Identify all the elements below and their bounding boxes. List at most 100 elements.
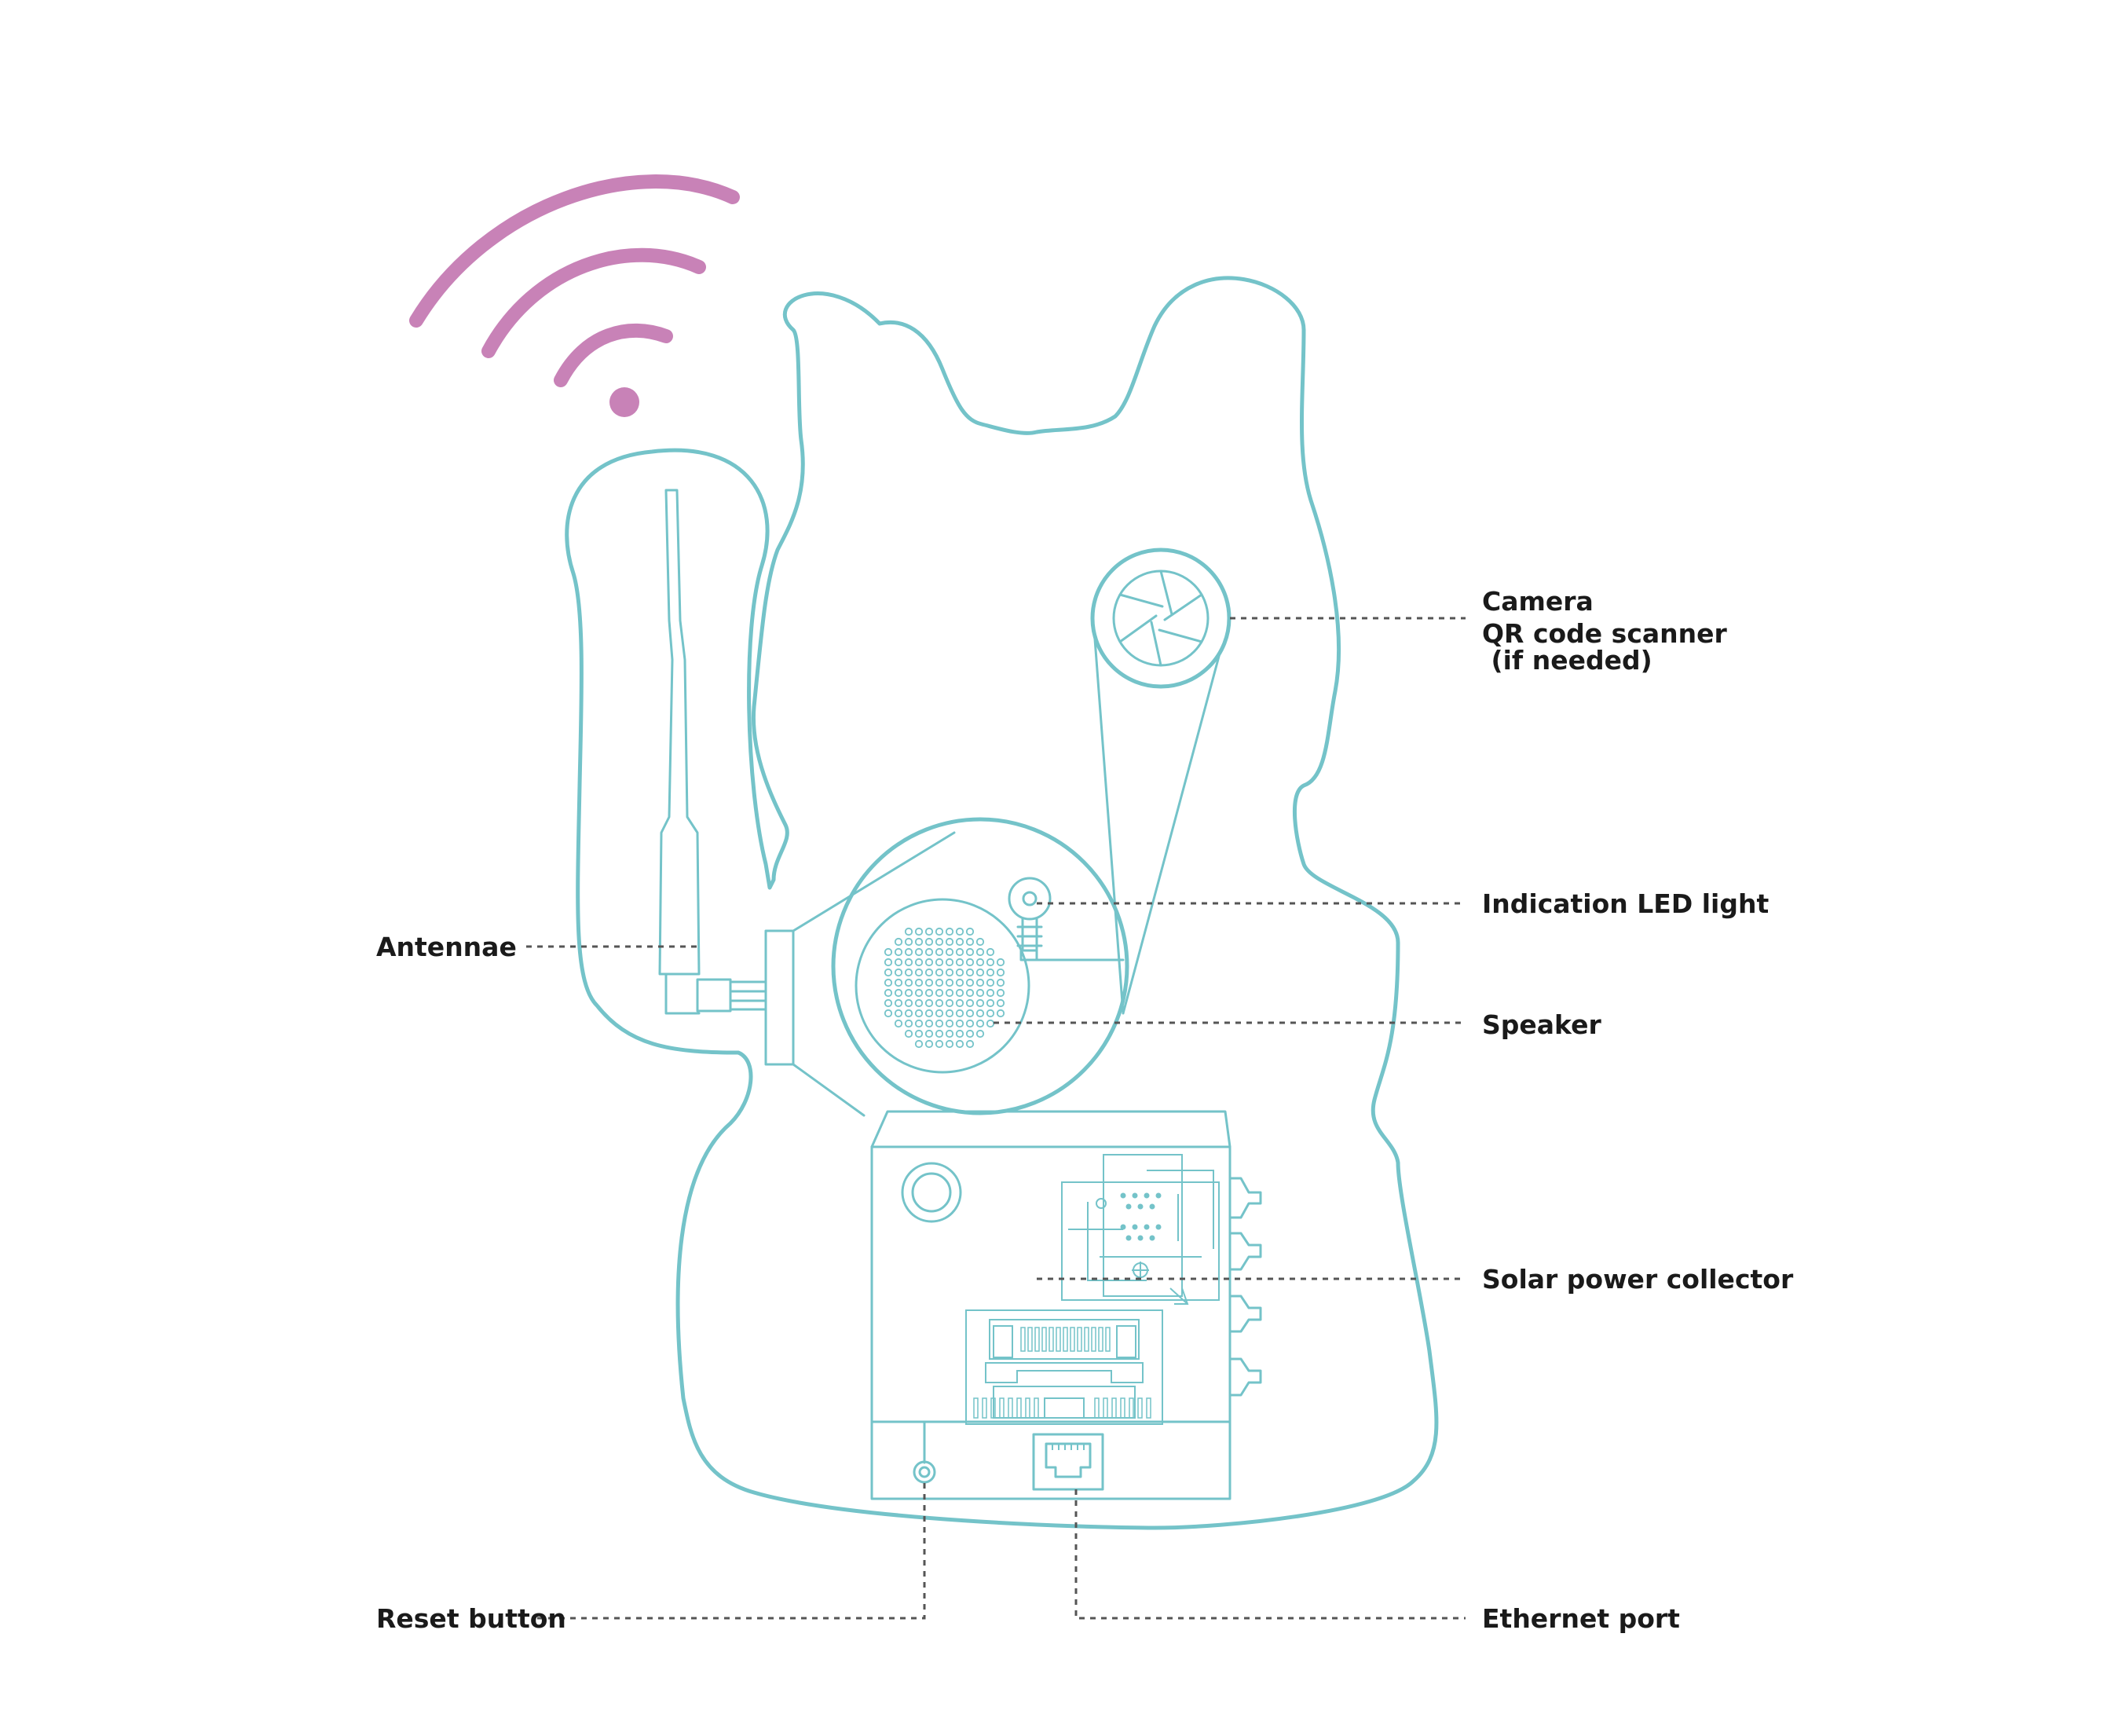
speaker-hole	[936, 980, 942, 986]
speaker-hole	[967, 1010, 973, 1016]
connector-pin	[1085, 1328, 1089, 1351]
speaker-hole	[916, 1000, 922, 1006]
solar-cell-dot	[1133, 1193, 1138, 1199]
connector-pin	[1078, 1328, 1081, 1351]
speaker-hole	[967, 1041, 973, 1047]
speaker-hole	[885, 959, 891, 965]
speaker-hole	[926, 928, 932, 935]
label-reset-button: Reset button	[376, 1602, 566, 1635]
speaker-hole	[906, 939, 912, 945]
label-antennae: Antennae	[376, 931, 517, 963]
speaker-grille	[885, 928, 1004, 1047]
speaker-hole	[967, 1000, 973, 1006]
speaker-hole	[895, 980, 902, 986]
speaker-hole	[885, 980, 891, 986]
leader-lines	[526, 618, 1466, 1618]
connector-pin	[1147, 1398, 1151, 1418]
speaker-hole	[916, 1020, 922, 1027]
connector-pin	[1129, 1398, 1133, 1418]
connector-pin	[1138, 1398, 1142, 1418]
speaker-hole	[906, 928, 912, 935]
speaker-hole	[936, 1000, 942, 1006]
speaker-hole	[885, 1000, 891, 1006]
camera-aperture-icon	[1092, 550, 1229, 1013]
speaker-hole	[916, 1041, 922, 1047]
speaker-hole	[936, 1031, 942, 1037]
solar-power-circuit	[1062, 1155, 1219, 1304]
ethernet-port-icon	[1034, 1434, 1103, 1489]
speaker-hole	[987, 980, 994, 986]
speaker-hole	[926, 1010, 932, 1016]
speaker-hole	[895, 1010, 902, 1016]
label-if-needed: (if needed)	[1482, 644, 1652, 676]
speaker-hole	[987, 959, 994, 965]
speaker-hole	[957, 1031, 963, 1037]
speaker-hole	[926, 1020, 932, 1027]
speaker-hole	[895, 949, 902, 955]
speaker-hole	[926, 980, 932, 986]
speaker-hole	[906, 1031, 912, 1037]
speaker-hole	[977, 1020, 983, 1027]
speaker-hole	[957, 928, 963, 935]
speaker-hole	[946, 1031, 953, 1037]
speaker-hole	[977, 969, 983, 976]
speaker-hole	[885, 969, 891, 976]
speaker-hole	[967, 928, 973, 935]
speaker-hole	[987, 1020, 994, 1027]
speaker-hole	[926, 939, 932, 945]
speaker-hole	[926, 949, 932, 955]
speaker-hole	[926, 1041, 932, 1047]
connector-pin	[1063, 1328, 1067, 1351]
solar-cell-dot	[1156, 1193, 1162, 1199]
connector-pin	[1008, 1398, 1012, 1418]
speaker-hole	[946, 1010, 953, 1016]
connector-pin	[1056, 1328, 1060, 1351]
speaker-hole	[906, 1000, 912, 1006]
speaker-hole	[936, 1010, 942, 1016]
speaker-hole	[906, 980, 912, 986]
solar-cell-dot	[1150, 1236, 1155, 1241]
solar-cell-dot	[1144, 1225, 1150, 1230]
speaker-hole	[967, 939, 973, 945]
speaker-hole	[997, 1000, 1004, 1006]
speaker-hole	[906, 990, 912, 996]
speaker-hole	[957, 1020, 963, 1027]
solar-cell-dot	[1121, 1193, 1126, 1199]
speaker-hole	[977, 1031, 983, 1037]
speaker-hole	[926, 959, 932, 965]
speaker-hole	[967, 990, 973, 996]
speaker-hole	[946, 949, 953, 955]
connector-pins	[974, 1328, 1151, 1418]
label-solar-power-collector: Solar power collector	[1482, 1263, 1793, 1295]
speaker-hole	[895, 1020, 902, 1027]
speaker-hole	[946, 980, 953, 986]
speaker-hole	[936, 939, 942, 945]
connector-pin	[1028, 1328, 1032, 1351]
solar-cell-dot	[1126, 1204, 1132, 1210]
connector-pin	[1042, 1328, 1046, 1351]
speaker-hole	[967, 1031, 973, 1037]
connector-pin	[1000, 1398, 1004, 1418]
connector-pin	[974, 1398, 978, 1418]
speaker-hole	[916, 939, 922, 945]
speaker-hole	[916, 1010, 922, 1016]
speaker-hole	[946, 1020, 953, 1027]
speaker-hole	[895, 1000, 902, 1006]
speaker-hole	[957, 939, 963, 945]
connector-pin	[983, 1398, 986, 1418]
label-indication-led: Indication LED light	[1482, 888, 1769, 920]
wifi-signal-icon	[416, 181, 733, 417]
speaker-hole	[957, 1000, 963, 1006]
speaker-hole	[946, 969, 953, 976]
speaker-hole	[946, 1000, 953, 1006]
connector-pin	[1021, 1328, 1025, 1351]
speaker-hole	[967, 980, 973, 986]
speaker-hole	[916, 1031, 922, 1037]
speaker-hole	[946, 1041, 953, 1047]
speaker-hole	[895, 959, 902, 965]
solar-cell-dot	[1138, 1236, 1144, 1241]
speaker-hole	[906, 1020, 912, 1027]
speaker-hole	[987, 949, 994, 955]
solar-cell-dot	[1144, 1193, 1150, 1199]
speaker-hole	[926, 990, 932, 996]
